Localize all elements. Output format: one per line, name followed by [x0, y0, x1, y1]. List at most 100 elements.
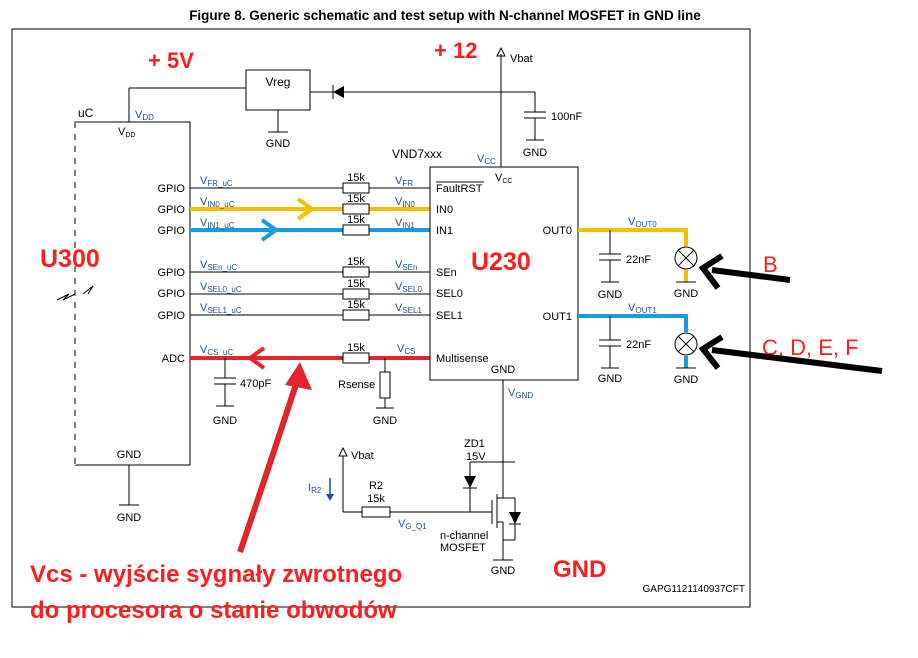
resistor-in1: [342, 224, 370, 236]
net-right-sel1: VSEL1: [395, 302, 422, 315]
vgq1-net-label: VG_Q1: [398, 518, 427, 531]
uc-gnd-pin: GND: [117, 449, 142, 461]
net-left-sel0: VSEL0_uC: [200, 281, 242, 294]
current-arrow: [326, 494, 334, 501]
out0-net-label: VOUT0: [628, 216, 657, 229]
net-left-sel1: VSEL1_uC: [200, 302, 242, 315]
annotation-u230: U230: [471, 248, 531, 276]
uc-gnd: GND: [117, 512, 142, 524]
out1-cap-label: 22nF: [626, 339, 651, 351]
vreg-gnd: GND: [266, 138, 291, 150]
resistor-value-6: 15k: [347, 299, 365, 311]
uc-pin-adc: ADC: [162, 353, 185, 365]
resistor-value-4: 15k: [347, 256, 365, 268]
cs-arrow: [246, 346, 266, 370]
resistor-sen: [342, 266, 370, 278]
annotation-vcs-line2: do procesora o stanie obwodów: [30, 597, 397, 624]
figure-title: Figure 8. Generic schematic and test set…: [189, 8, 701, 23]
uc-vdd-net: VDD: [135, 109, 154, 122]
cap-470pf-label: 470pF: [240, 378, 271, 390]
resistor-value-3: 15k: [347, 214, 365, 226]
diode-symbol: [333, 86, 344, 98]
vbat-top-label: Vbat: [510, 53, 533, 65]
uc-break-symbol: [56, 293, 76, 301]
mosfet-label-2: MOSFET: [440, 542, 486, 554]
net-right-sen: VSEn: [395, 259, 417, 272]
red-annotation-arrow: [237, 371, 303, 553]
resistor-in0: [342, 203, 370, 215]
uc-pin-gpio-6: GPIO: [157, 310, 185, 322]
annotation-plus12: + 12: [434, 38, 477, 63]
ir2-label: IR2: [308, 482, 322, 495]
in1-arrow: [260, 218, 280, 242]
rsense-label: Rsense: [338, 379, 375, 391]
net-right-fr: VFR: [395, 175, 413, 188]
uc-pin-gpio-2: GPIO: [157, 204, 185, 216]
out1-highlight: [578, 314, 688, 332]
out0-cap-label: 22nF: [626, 254, 651, 266]
uc-name: uC: [78, 106, 94, 120]
chip-vcc-net: VCC: [477, 153, 496, 166]
uc-pin-gpio-3: GPIO: [157, 225, 185, 237]
net-right-in0: VIN0: [395, 196, 415, 209]
r2-value: 15k: [367, 493, 385, 505]
chip-vcc-pin: VCC: [495, 172, 512, 185]
chip-pin-sen: SEn: [436, 267, 457, 279]
net-left-sen: VSEn_uC: [200, 259, 237, 272]
out1-net-label: VOUT1: [628, 302, 657, 315]
net-right-cs: VCS: [397, 343, 415, 356]
lamp-out1-gnd: GND: [674, 374, 699, 386]
annotation-b: B: [763, 252, 778, 277]
chip-pin-sel0: SEL0: [436, 288, 463, 300]
net-right-sel0: VSEL0: [395, 281, 422, 294]
annotation-plus5v: + 5V: [148, 48, 194, 73]
vreg-label: Vreg: [266, 75, 291, 89]
rsense-gnd: GND: [373, 415, 398, 427]
chip-pin-in1: IN1: [436, 225, 453, 237]
chip-name: VND7xxx: [392, 147, 442, 161]
net-right-in1: VIN1: [395, 217, 415, 230]
resistor-sel1: [342, 309, 370, 321]
black-arrow-b: [711, 267, 791, 283]
resistor-cs: [342, 352, 370, 364]
cap-100nf-label: 100nF: [551, 111, 582, 123]
out1-cap-gnd: GND: [598, 373, 623, 385]
black-arrow-cdef: [711, 347, 883, 374]
zd1-label: ZD1: [464, 438, 485, 450]
uc-pin-gpio-1: GPIO: [157, 183, 185, 195]
chip-pin-out1: OUT1: [543, 311, 572, 323]
resistor-value-5: 15k: [347, 278, 365, 290]
in0-arrow: [296, 197, 316, 221]
cap-100nf-gnd: GND: [523, 147, 548, 159]
chip-pin-in0: IN0: [436, 204, 453, 216]
lamp-out0-gnd: GND: [674, 288, 699, 300]
body-diode: [509, 512, 521, 524]
out0-cap-gnd: GND: [598, 289, 623, 301]
chip-vgnd-net: VGND: [508, 387, 533, 400]
resistor-value-7: 15k: [347, 342, 365, 354]
chip-box: [429, 166, 579, 381]
vbat-arrow: [496, 46, 506, 57]
mosfet-label-1: n-channel: [440, 530, 488, 542]
chip-pin-faultrst: FaultRST: [436, 183, 483, 195]
chip-pin-gnd: GND: [491, 364, 516, 376]
annotation-u300: U300: [40, 245, 100, 273]
resistor-value-1: 15k: [347, 172, 365, 184]
net-left-cs: VCS_uC: [200, 344, 233, 357]
annotation-vcs-line1: Vcs - wyjście sygnały zwrotnego: [30, 561, 402, 588]
rsense-resistor: [379, 371, 391, 399]
zd1-voltage: 15V: [466, 451, 486, 463]
net-left-in0: VIN0_uC: [200, 196, 235, 209]
r2-label: R2: [369, 480, 383, 492]
uc-vdd-pin: VDD: [118, 126, 135, 139]
vreg-box: [245, 69, 311, 111]
resistor-r2: [361, 506, 391, 518]
figure-code: GAPG1121140937CFT: [643, 584, 745, 595]
resistor-value-2: 15k: [347, 193, 365, 205]
vbat-lower-arrow: [338, 446, 348, 457]
figure-frame: [11, 28, 751, 608]
out0-highlight: [578, 228, 688, 246]
chip-pin-multisense: Multisense: [436, 353, 489, 365]
uc-pin-gpio-5: GPIO: [157, 288, 185, 300]
